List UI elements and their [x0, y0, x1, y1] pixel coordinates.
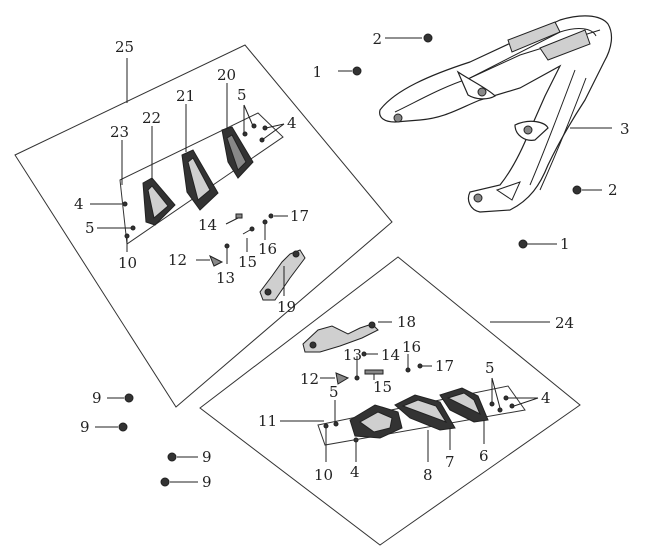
label-5-lower-b: 5 [485, 359, 495, 377]
label-13-upper: 13 [216, 269, 235, 287]
label-9-d: 9 [202, 473, 212, 491]
label-17-upper: 17 [290, 207, 309, 225]
label-11: 11 [258, 412, 277, 430]
reflector-20 [221, 126, 254, 179]
reflector-22 [142, 177, 176, 226]
upper-leaders [90, 83, 285, 252]
label-3: 3 [620, 120, 630, 138]
label-24: 24 [555, 314, 574, 332]
label-10-upper: 10 [118, 254, 137, 272]
label-12-upper: 12 [168, 251, 187, 269]
label-18: 18 [397, 313, 416, 331]
bolt-1-lower [518, 239, 557, 249]
nut-9-a [107, 393, 134, 403]
bolt-2-lower [572, 185, 602, 195]
label-5-upper-b: 5 [85, 219, 95, 237]
lower-right-kit-frame [199, 256, 581, 546]
bracket-19 [259, 249, 306, 301]
reflector-7 [394, 394, 456, 431]
label-7: 7 [445, 453, 455, 471]
reflector-21 [181, 149, 219, 211]
nut-9-c [167, 452, 198, 462]
label-2-lower: 2 [608, 181, 618, 199]
label-14-lower: 14 [381, 346, 400, 364]
label-22: 22 [142, 109, 161, 127]
lower-fasteners [320, 351, 432, 385]
lower-leaders [280, 377, 539, 462]
label-15-upper: 15 [238, 253, 257, 271]
label-12-lower: 12 [300, 370, 319, 388]
reflector-8 [349, 404, 403, 439]
label-2-upper: 2 [372, 30, 382, 48]
bolt-2-upper [385, 33, 433, 43]
label-4-upper-a: 4 [287, 114, 297, 132]
label-9-c: 9 [202, 448, 212, 466]
label-9-b: 9 [80, 418, 90, 436]
label-5-upper-a: 5 [237, 86, 247, 104]
label-16-lower: 16 [402, 338, 421, 356]
upper-left-kit-frame [14, 44, 393, 408]
label-9-a: 9 [92, 389, 102, 407]
label-5-lower-a: 5 [329, 383, 339, 401]
label-20: 20 [217, 66, 236, 84]
label-13-lower: 13 [343, 346, 362, 364]
label-10-lower: 10 [314, 466, 333, 484]
reflector-6 [439, 387, 489, 423]
label-14-upper: 14 [198, 216, 217, 234]
bolt-1-upper [338, 66, 362, 76]
label-17-lower: 17 [435, 357, 454, 375]
label-8: 8 [423, 466, 433, 484]
label-19: 19 [277, 298, 296, 316]
label-15-lower: 15 [373, 378, 392, 396]
label-23: 23 [110, 123, 129, 141]
nut-9-d [160, 477, 198, 487]
bracket-18 [302, 321, 392, 353]
nut-9-b [95, 422, 128, 432]
upper-fasteners [196, 213, 288, 267]
callout-labels: 1 2 3 2 1 25 20 21 22 23 5 4 4 5 10 17 1… [74, 30, 630, 491]
label-4-lower-b: 4 [350, 463, 360, 481]
label-4-lower-a: 4 [541, 389, 551, 407]
label-21: 21 [176, 87, 195, 105]
label-6: 6 [479, 447, 489, 465]
label-25: 25 [115, 38, 134, 56]
rear-carrier-rack [379, 15, 613, 213]
label-16-upper: 16 [258, 240, 277, 258]
label-4-upper-b: 4 [74, 195, 84, 213]
label-1-lower: 1 [560, 235, 570, 253]
label-1-upper: 1 [312, 63, 322, 81]
